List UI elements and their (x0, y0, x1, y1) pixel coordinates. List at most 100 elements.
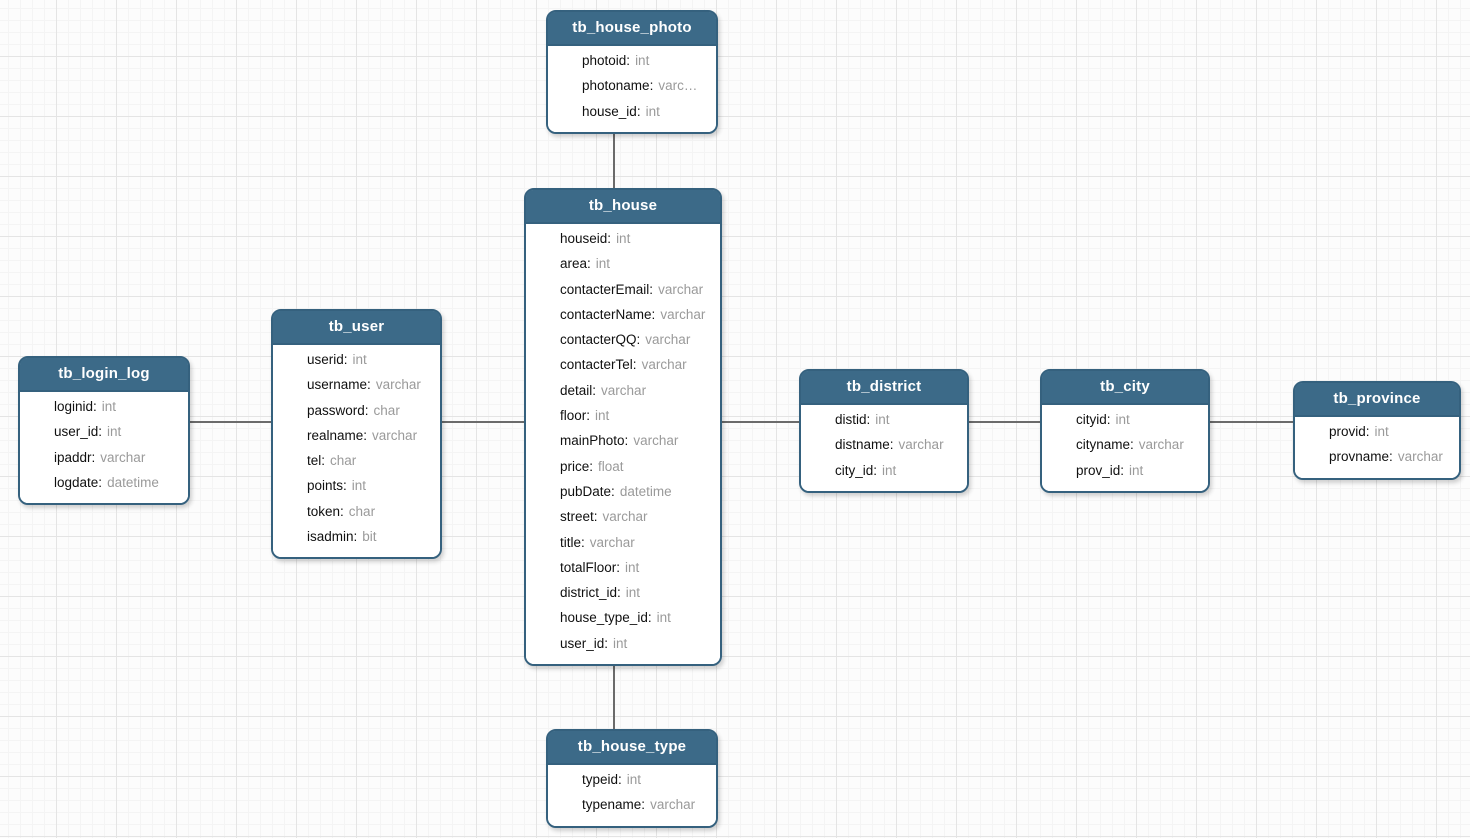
table-title: tb_login_log (20, 358, 188, 392)
connector-tb_login_log--tb_user[interactable] (188, 421, 273, 423)
field-name: realname (307, 428, 367, 443)
field-house_id[interactable]: house_idint (548, 99, 716, 124)
field-name: area (560, 256, 591, 271)
field-name: cityname (1076, 437, 1134, 452)
connector-tb_user--tb_house[interactable] (440, 421, 526, 423)
field-name: typename (582, 797, 645, 812)
field-distid[interactable]: distidint (801, 407, 967, 432)
field-floor[interactable]: floorint (526, 403, 720, 428)
field-ipaddr[interactable]: ipaddrvarchar (20, 445, 188, 470)
field-name: mainPhoto (560, 433, 628, 448)
field-typename[interactable]: typenamevarchar (548, 792, 716, 817)
field-userid[interactable]: useridint (273, 347, 440, 372)
field-type: varchar (375, 377, 421, 393)
field-name: token (307, 504, 344, 519)
field-typeid[interactable]: typeid int (548, 767, 716, 792)
field-provname[interactable]: provnamevarchar (1295, 444, 1459, 469)
field-mainPhoto[interactable]: mainPhotovarchar (526, 428, 720, 453)
field-name: houseid (560, 231, 611, 246)
field-totalFloor[interactable]: totalFloorint (526, 555, 720, 580)
field-type: int (595, 256, 611, 272)
field-type: varchar (602, 509, 648, 525)
field-street[interactable]: streetvarchar (526, 504, 720, 529)
field-city_id[interactable]: city_id int (801, 458, 967, 483)
field-tel[interactable]: telchar (273, 448, 440, 473)
table-title: tb_city (1042, 371, 1208, 405)
field-name: typeid (582, 772, 622, 787)
field-detail[interactable]: detailvarchar (526, 378, 720, 403)
field-loginid[interactable]: loginidint (20, 394, 188, 419)
field-type: varc… (658, 78, 698, 94)
field-photoname[interactable]: photonamevarc… (548, 73, 716, 98)
field-name: provid (1329, 424, 1370, 439)
connector-tb_house--tb_district[interactable] (720, 421, 801, 423)
field-type: varchar (658, 281, 704, 297)
field-title[interactable]: titlevarchar (526, 530, 720, 555)
field-type: varchar (1138, 437, 1184, 453)
field-name: password (307, 403, 369, 418)
field-type: char (348, 503, 376, 519)
field-isadmin[interactable]: isadminbit (273, 524, 440, 549)
field-contacterEmail[interactable]: contacterEmailvarchar (526, 277, 720, 302)
field-cityid[interactable]: cityidint (1042, 407, 1208, 432)
field-houseid[interactable]: houseidint (526, 226, 720, 251)
field-name: price (560, 459, 593, 474)
table-tb_house_photo[interactable]: tb_house_photophotoidintphotonamevarc…ho… (546, 10, 718, 134)
field-type: int (882, 462, 897, 478)
field-token[interactable]: token char (273, 499, 440, 524)
field-password[interactable]: passwordchar (273, 398, 440, 423)
field-district_id[interactable]: district_id int (526, 580, 720, 605)
field-photoid[interactable]: photoidint (548, 48, 716, 73)
connector-tb_district--tb_city[interactable] (967, 421, 1042, 423)
field-name: distname (835, 437, 894, 452)
field-type: int (351, 478, 367, 494)
field-name: floor (560, 408, 590, 423)
field-user_id[interactable]: user_idint (20, 419, 188, 444)
field-name: pubDate (560, 484, 615, 499)
field-provid[interactable]: providint (1295, 419, 1459, 444)
field-type: int (875, 412, 890, 427)
field-area[interactable]: areaint (526, 251, 720, 276)
field-price[interactable]: pricefloat (526, 454, 720, 479)
field-type: int (625, 585, 641, 601)
field-name: isadmin (307, 529, 357, 544)
field-type: int (625, 559, 640, 575)
table-tb_province[interactable]: tb_provinceprovidintprovnamevarchar (1293, 381, 1461, 480)
field-prov_id[interactable]: prov_idint (1042, 458, 1208, 483)
field-name: contacterTel (560, 357, 637, 372)
field-name: city_id (835, 463, 877, 478)
connector-tb_city--tb_province[interactable] (1208, 421, 1295, 423)
field-points[interactable]: pointsint (273, 473, 440, 498)
field-name: district_id (560, 585, 621, 600)
field-logdate[interactable]: logdatedatetime (20, 470, 188, 495)
field-type: int (352, 352, 367, 367)
table-tb_house_type[interactable]: tb_house_typetypeidinttypenamevarchar (546, 729, 718, 828)
table-field-list: distidintdistnamevarchar city_id int (801, 405, 967, 491)
field-type: int (635, 53, 650, 68)
connector-tb_house_photo--tb_house[interactable] (613, 131, 615, 190)
table-tb_city[interactable]: tb_citycityidint cityname varchar prov_idin… (1040, 369, 1210, 493)
table-tb_house[interactable]: tb_househouseidintareaintcontacterEmailv… (524, 188, 722, 667)
table-field-list: houseidintareaintcontacterEmailvarcharco… (526, 224, 720, 665)
field-house_type_id[interactable]: house_type_idint (526, 605, 720, 630)
field-cityname[interactable]: cityname varchar (1042, 432, 1208, 457)
connector-tb_house--tb_house_type[interactable] (613, 663, 615, 731)
field-user_id[interactable]: user_idint (526, 631, 720, 656)
field-type: int (626, 772, 642, 787)
field-contacterName[interactable]: contacterNamevarchar (526, 302, 720, 327)
table-tb_login_log[interactable]: tb_login_logloginidintuser_idintipaddrva… (18, 356, 190, 506)
field-type: varchar (641, 357, 687, 373)
field-name: detail (560, 383, 596, 398)
field-distname[interactable]: distnamevarchar (801, 432, 967, 457)
field-username[interactable]: usernamevarchar (273, 372, 440, 397)
field-realname[interactable]: realnamevarchar (273, 423, 440, 448)
field-type: datetime (107, 474, 159, 490)
field-contacterQQ[interactable]: contacterQQvarchar (526, 327, 720, 352)
field-pubDate[interactable]: pubDatedatetime (526, 479, 720, 504)
table-tb_user[interactable]: tb_useruseridintusernamevarcharpasswordc… (271, 309, 442, 560)
field-contacterTel[interactable]: contacterTel varchar (526, 352, 720, 377)
table-tb_district[interactable]: tb_districtdistidintdistnamevarcharcity_… (799, 369, 969, 493)
field-type: char (330, 453, 357, 469)
field-name: ipaddr (54, 450, 95, 465)
